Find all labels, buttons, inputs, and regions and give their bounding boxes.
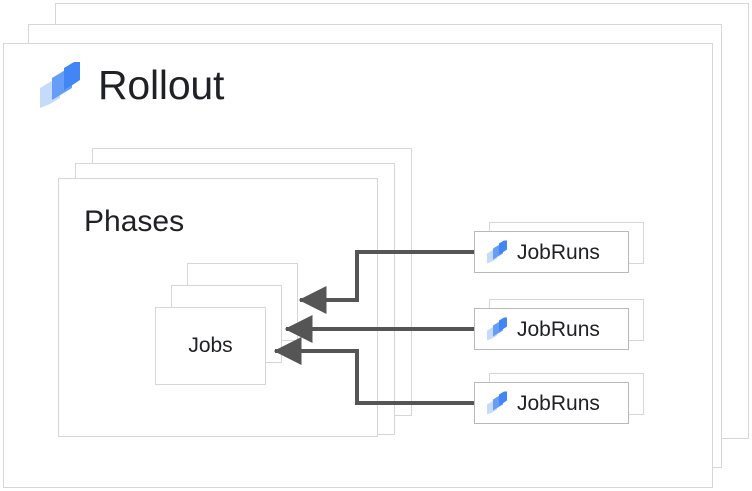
rollout-icon	[38, 62, 82, 108]
jobruns-2-card-front[interactable]: JobRuns	[474, 308, 629, 350]
jobrun-icon	[486, 317, 508, 341]
rollout-header: Rollout	[38, 62, 224, 108]
jobrun-icon	[486, 391, 508, 415]
jobruns-1-label: JobRuns	[517, 240, 600, 264]
jobs-label: Jobs	[188, 334, 233, 357]
jobruns-3-card-front[interactable]: JobRuns	[474, 382, 629, 424]
phases-title: Phases	[84, 205, 185, 238]
jobruns-2-label: JobRuns	[517, 317, 600, 341]
jobruns-3-label: JobRuns	[517, 391, 600, 415]
jobs-card-front	[155, 307, 266, 385]
jobruns-1-card-front[interactable]: JobRuns	[474, 231, 629, 273]
jobrun-icon	[486, 240, 508, 264]
rollout-title: Rollout	[98, 61, 225, 108]
